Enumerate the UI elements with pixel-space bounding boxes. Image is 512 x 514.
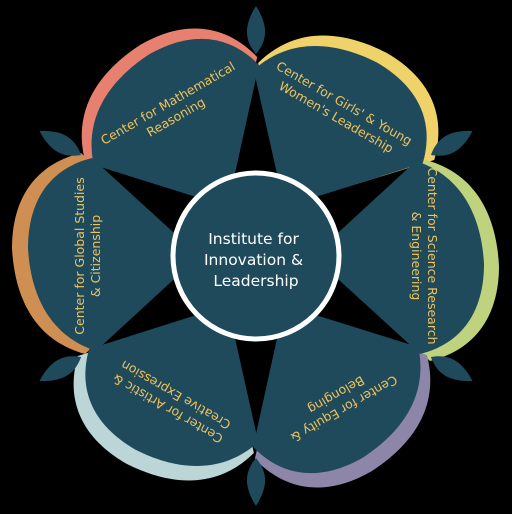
leaf-4 [246, 458, 266, 506]
petal-3 [328, 161, 484, 354]
center-title-line-3: Leadership [213, 272, 298, 290]
center-title: Institute for Innovation & Leadership [204, 230, 308, 290]
petal-label-3-line-1: Center for Science Research [425, 168, 440, 345]
leaf-3 [430, 356, 473, 382]
petal-label-6-line-2: & Citizenship [88, 215, 103, 297]
petal-label-6-line-1: Center for Global Studies [72, 177, 87, 334]
leaf-2 [430, 130, 473, 156]
leaf-6 [39, 130, 82, 156]
leaf-5 [39, 356, 82, 382]
center-title-line-1: Institute for [208, 230, 299, 248]
center-title-line-2: Innovation & [204, 251, 303, 269]
petal-label-6: Center for Global Studies& Citizenship [72, 177, 103, 334]
center-circle [170, 170, 342, 342]
leaf-1 [246, 6, 266, 54]
leaves [39, 6, 473, 506]
petals [28, 38, 484, 474]
petal-1 [91, 38, 259, 201]
petal-5 [85, 311, 259, 466]
petal-2 [253, 46, 427, 201]
petal-4 [253, 311, 421, 474]
petal-label-3: Center for Science Research& Engineering [409, 168, 440, 345]
petal-label-3-line-2: & Engineering [409, 212, 424, 301]
petal-6 [28, 158, 184, 351]
